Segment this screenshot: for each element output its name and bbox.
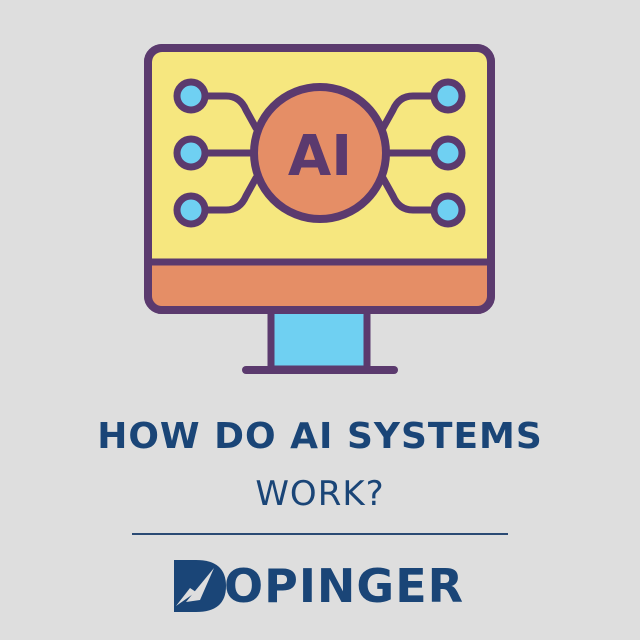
circuit-node-icon — [173, 78, 209, 114]
circuit-traces — [202, 92, 437, 214]
monitor-stand — [267, 302, 371, 373]
circuit-node-icon — [173, 192, 209, 228]
brand-name: OPINGER — [224, 559, 465, 613]
ai-chip — [250, 83, 390, 223]
divider — [132, 533, 508, 535]
circuit-node-icon — [430, 135, 466, 171]
brand-logo: OPINGER — [170, 556, 480, 616]
page-subtitle: WORK? — [255, 474, 385, 514]
circuit-node-icon — [430, 192, 466, 228]
ai-chip-label: AI — [288, 124, 352, 189]
circuit-node-icon — [173, 135, 209, 171]
dopinger-logo-icon — [174, 560, 226, 612]
page-title: HOW DO AI SYSTEMS — [97, 416, 543, 457]
monitor-bezel — [152, 262, 487, 306]
circuit-node-icon — [430, 78, 466, 114]
